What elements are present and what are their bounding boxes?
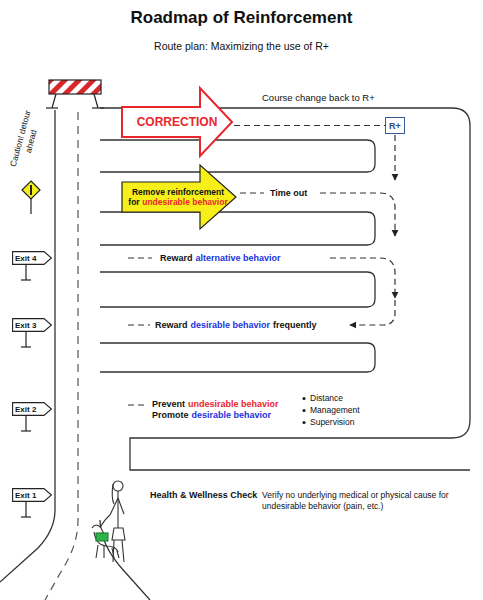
lane-label: desirable behavior — [191, 320, 271, 331]
diagram-title: Roadmap of Reinforcement — [0, 8, 483, 28]
exit-label: Exit 4 — [15, 254, 36, 263]
lane-label: frequently — [273, 320, 317, 331]
exit-label: Exit 3 — [15, 321, 36, 330]
label-row: Promotedesirable behavior — [152, 410, 271, 421]
lane-label: Time out — [270, 188, 307, 199]
sign-posts — [21, 265, 31, 517]
bullet-item: Distance — [310, 393, 343, 404]
subtitle: Route plan: Maximizing the use of R+ — [0, 40, 483, 53]
bullet-item: Supervision — [310, 417, 354, 428]
road-edges — [0, 108, 470, 600]
lane-label: alternative behavior — [196, 253, 281, 264]
note-text: Verify no underlying medical or physical… — [262, 490, 474, 512]
label-row: Preventundesirable behavior — [152, 399, 279, 410]
bullet-item: Management — [310, 405, 360, 416]
box-text: R+ — [389, 121, 401, 131]
connector — [234, 125, 385, 126]
lane-label: Reward — [160, 253, 193, 264]
label-row: Rewardalternative behavior — [160, 253, 281, 264]
reinforcement-box: R+ — [385, 117, 405, 134]
correction-arrow: CORRECTION — [121, 87, 234, 157]
lane-label: Prevent — [152, 399, 185, 410]
label-row: Rewarddesirable behaviorfrequently — [155, 320, 317, 331]
exit-label: Exit 1 — [15, 491, 36, 500]
barricade — [46, 80, 104, 108]
route-note: Course change back to R+ — [262, 92, 375, 103]
caution-note: Caution! detour ahead — [5, 99, 47, 182]
exit-sign: Exit 2 — [12, 402, 52, 416]
arrow-text: undesirable behavior — [142, 197, 228, 207]
exit-sign: Exit 4 — [12, 251, 52, 265]
lane-routes — [128, 135, 395, 405]
exit-sign: Exit 1 — [12, 488, 52, 502]
text-area: CORRECTION — [125, 107, 229, 137]
text-area: Remove reinforcement forundesirable beha… — [124, 187, 232, 207]
arrow-text: CORRECTION — [137, 115, 218, 129]
lane-label: desirable behavior — [192, 410, 272, 421]
exit-label: Exit 2 — [15, 405, 36, 414]
bullet-dots — [302, 397, 305, 424]
lane-label: Promote — [152, 410, 189, 421]
lane-label: Reward — [155, 320, 188, 331]
removal-arrow: Remove reinforcement forundesirable beha… — [121, 164, 238, 230]
lane-label: undesirable behavior — [188, 399, 279, 410]
exit-sign: Exit 3 — [12, 318, 52, 332]
lane-label: Health & Wellness Check — [150, 490, 257, 501]
person-and-dog — [92, 481, 125, 562]
center-line — [45, 112, 78, 600]
caution-sign — [22, 181, 40, 214]
